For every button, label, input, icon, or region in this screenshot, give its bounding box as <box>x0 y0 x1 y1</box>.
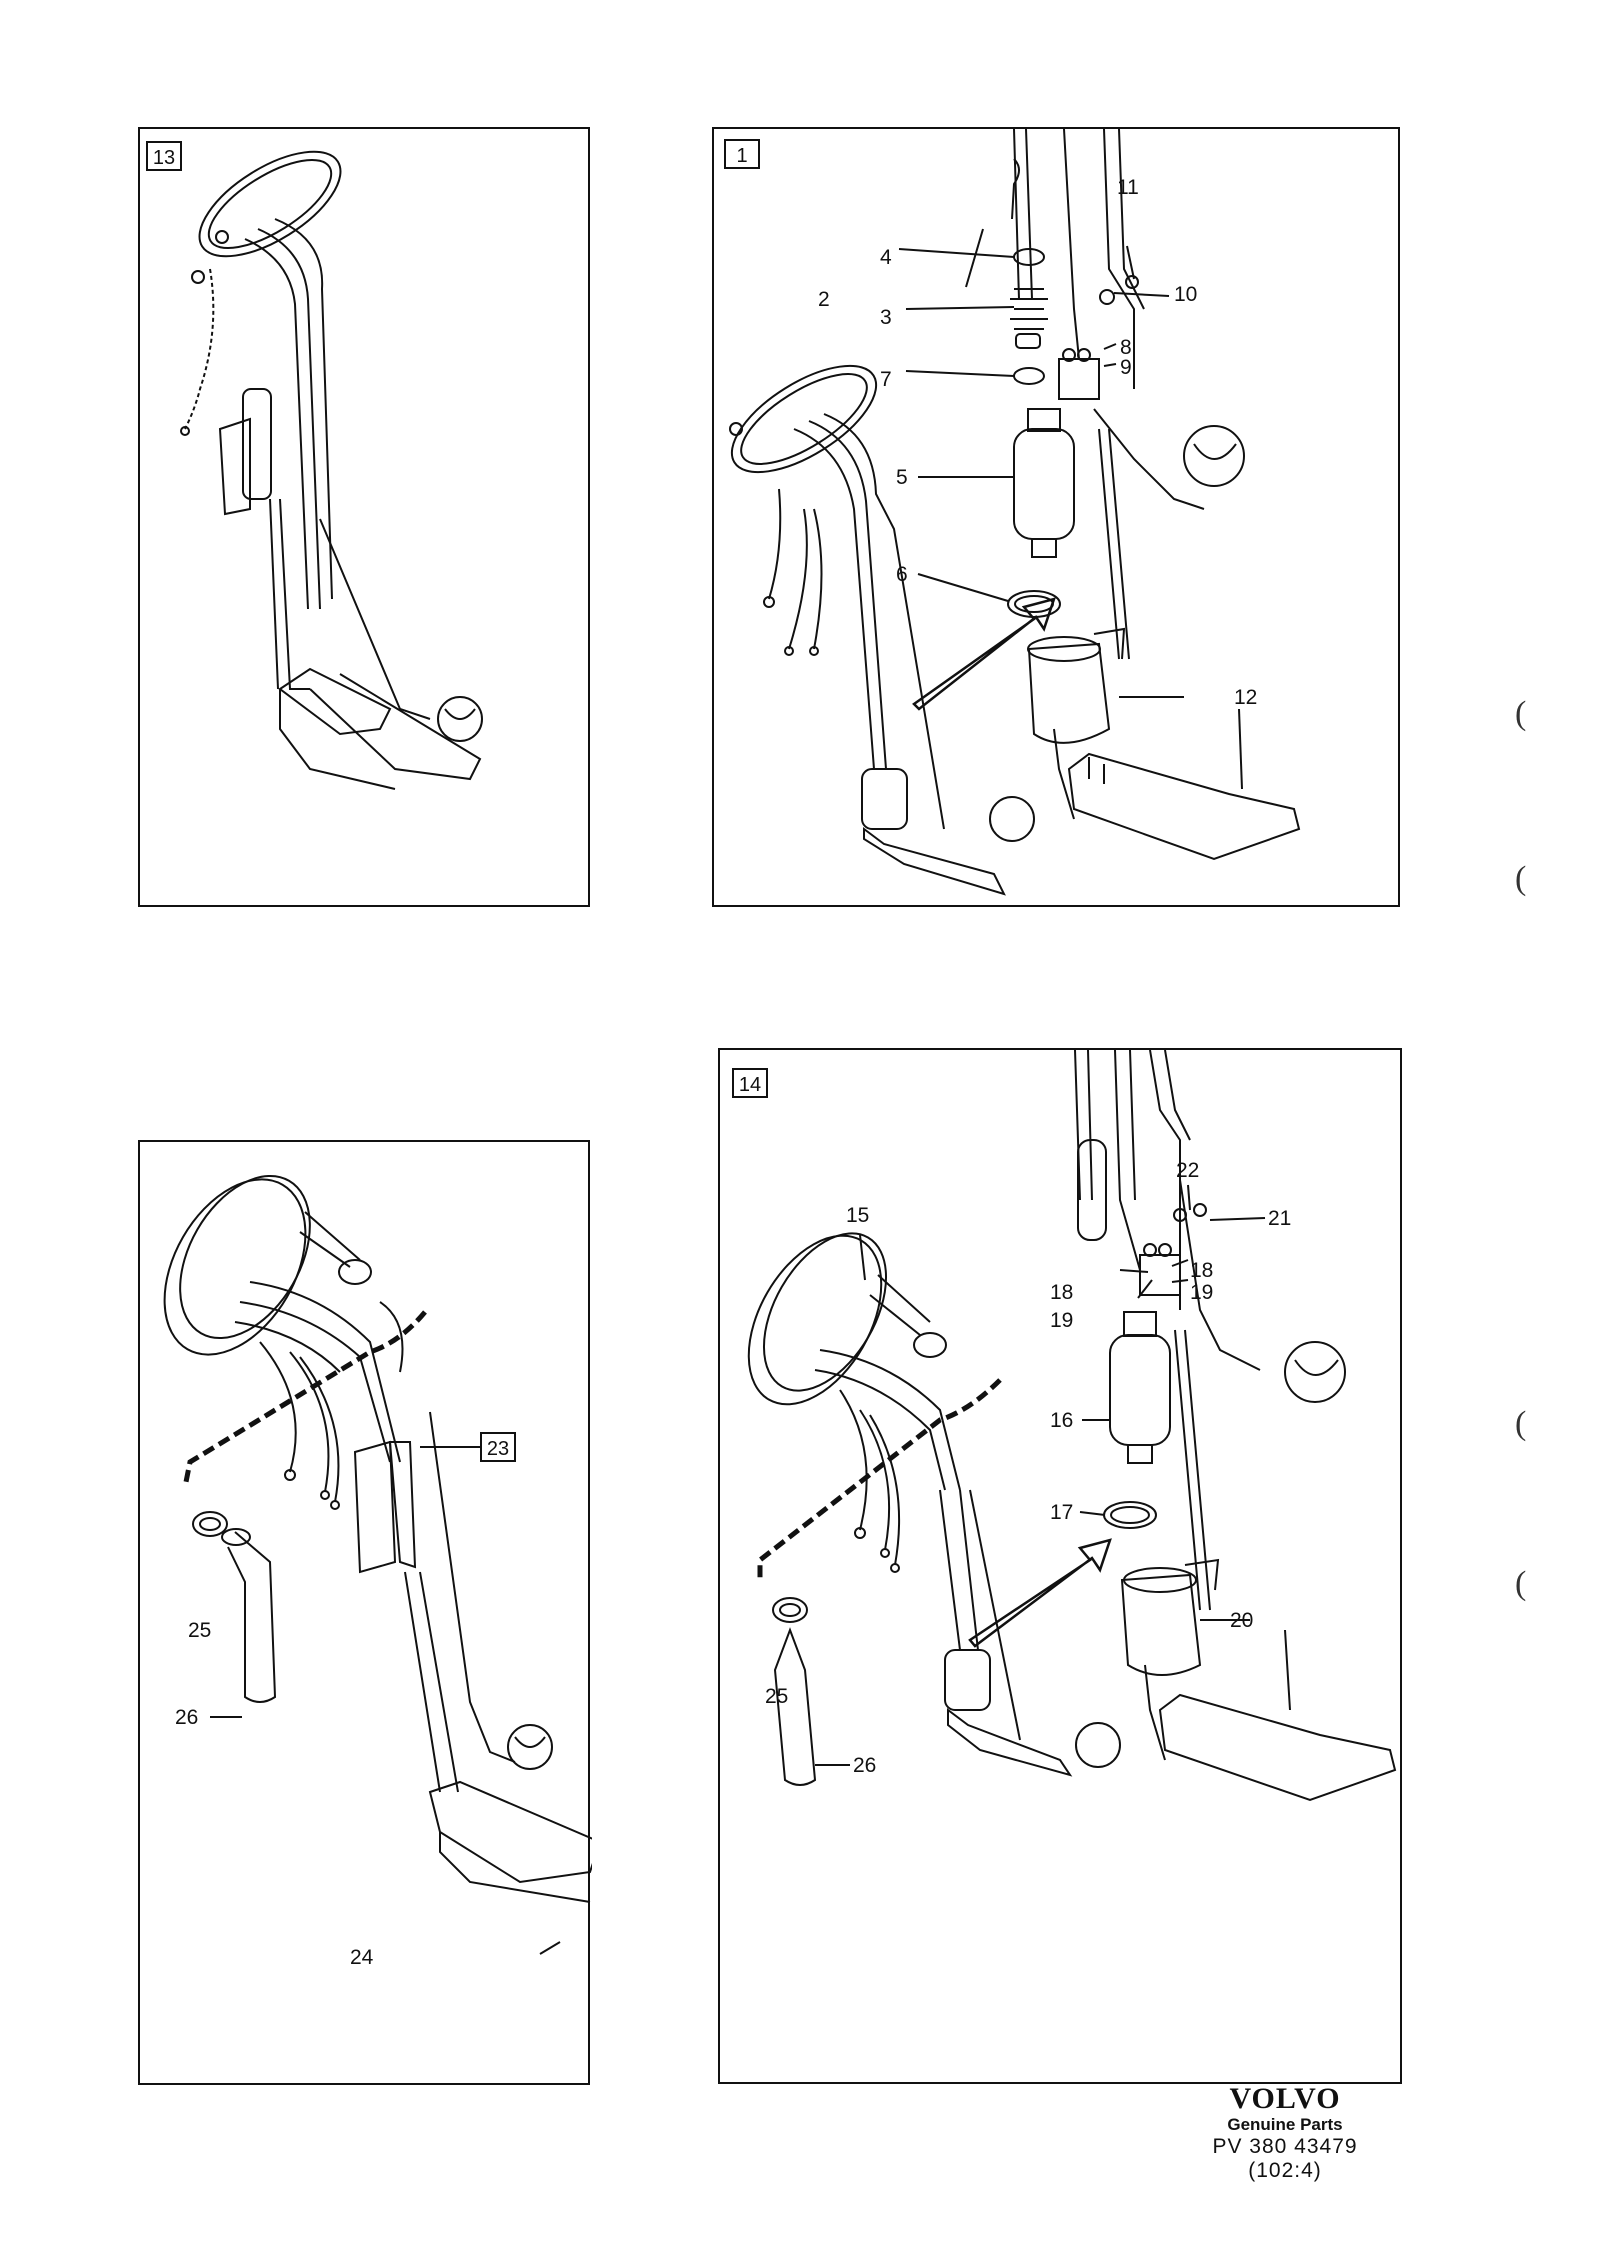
callout-label: 11 <box>1117 176 1139 199</box>
callout-label: 18 <box>1050 1281 1074 1304</box>
figure-tag: 23 <box>480 1432 516 1462</box>
fuel-pump-exploded-illustration <box>729 129 1301 896</box>
margin-mark: ( <box>1515 1405 1527 1442</box>
callout-label: 9 <box>1120 356 1132 379</box>
figure-14-panel: 14 15 16 17 18 18 19 19 20 21 22 25 26 <box>718 1048 1402 2084</box>
margin-mark: ( <box>1515 695 1527 732</box>
fuel-pump-assembly-illustration <box>180 150 483 790</box>
figure-tag: 13 <box>146 141 182 171</box>
callout-label: 7 <box>880 368 892 391</box>
fuel-pump-exploded-hose-illustration <box>747 1050 1397 1802</box>
volvo-brand-block: VOLVO Genuine Parts PV 380 43479 (102:4) <box>1195 2083 1375 2183</box>
figure-13-panel: 13 <box>138 127 590 907</box>
callout-label: 25 <box>765 1685 789 1708</box>
callout-label: 22 <box>1176 1159 1200 1182</box>
callout-label: 17 <box>1050 1501 1074 1524</box>
figure-1-panel: 1 2 3 4 5 6 7 8 9 10 11 12 <box>712 127 1400 907</box>
callout-label: 15 <box>846 1204 870 1227</box>
callout-label: 26 <box>853 1754 877 1777</box>
callout-label: 10 <box>1174 283 1198 306</box>
callout-label: 24 <box>350 1946 374 1969</box>
margin-mark: ( <box>1515 1565 1527 1602</box>
callout-label: 3 <box>880 306 892 329</box>
figure-23-panel: 23 24 25 26 <box>138 1140 592 2085</box>
callout-label: 21 <box>1268 1207 1292 1230</box>
callout-label: 19 <box>1190 1281 1214 1304</box>
callout-label: 18 <box>1190 1259 1214 1282</box>
page-reference: (102:4) <box>1248 2159 1322 2182</box>
callout-label: 25 <box>188 1619 212 1642</box>
callout-label: 16 <box>1050 1409 1074 1432</box>
callout-label: 19 <box>1050 1309 1074 1332</box>
callout-label: 12 <box>1234 686 1258 709</box>
margin-mark: ( <box>1515 860 1527 897</box>
fuel-pump-hose-illustration <box>163 1174 592 1955</box>
callout-label: 5 <box>896 466 908 489</box>
callout-label: 26 <box>175 1706 199 1729</box>
callout-label: 20 <box>1230 1609 1254 1632</box>
callout-label: 6 <box>896 563 908 586</box>
part-code: PV 380 43479 <box>1212 2135 1358 2158</box>
callout-label: 8 <box>1120 336 1132 359</box>
figure-tag: 14 <box>732 1068 768 1098</box>
callout-label: 2 <box>818 288 830 311</box>
brand-subtitle: Genuine Parts <box>1227 2115 1343 2134</box>
volvo-logo: VOLVO <box>1229 2082 1341 2115</box>
callout-label: 4 <box>880 246 892 269</box>
figure-tag: 1 <box>724 139 760 169</box>
